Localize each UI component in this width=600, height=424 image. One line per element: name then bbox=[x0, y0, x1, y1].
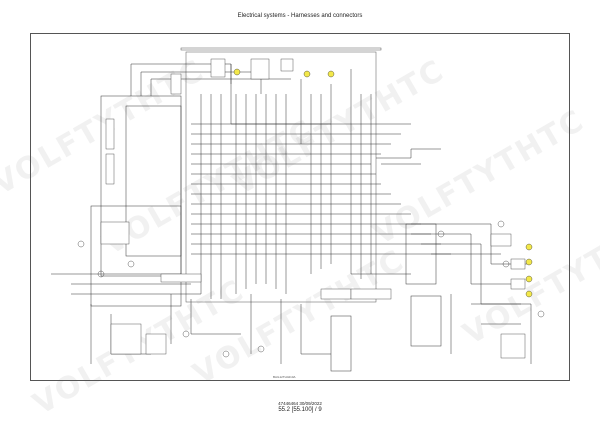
harness-wires bbox=[51, 47, 532, 372]
connectors bbox=[100, 58, 526, 359]
figure-reference: BAIL12TH4210A bbox=[273, 375, 296, 379]
document-code: 47446464 30/09/2022 bbox=[278, 401, 322, 406]
reference-circles bbox=[77, 220, 545, 358]
page-title: Electrical systems - Harnesses and conne… bbox=[237, 13, 363, 19]
wiring-diagram-frame: BAIL12TH4210A bbox=[30, 33, 570, 381]
page-number: 55.2 [55.100] / 9 bbox=[278, 407, 322, 413]
wiring-diagram bbox=[51, 47, 545, 372]
indicator-lamps bbox=[233, 68, 533, 298]
